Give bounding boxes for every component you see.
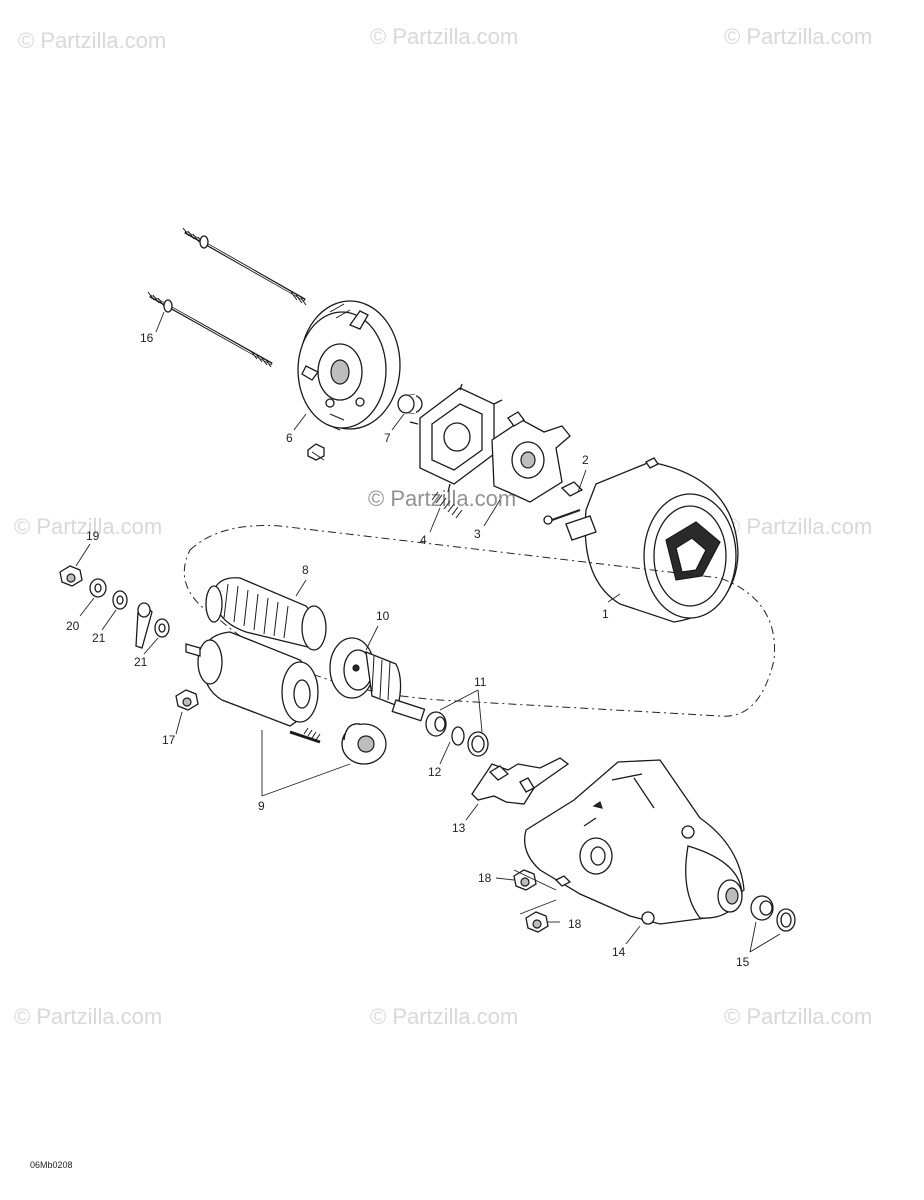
watermark-top-left: © Partzilla.com	[18, 28, 166, 53]
through-bolt-upper	[182, 227, 307, 306]
callout-21-lower[interactable]: 21	[134, 655, 148, 669]
assembly-group-outline	[183, 525, 776, 717]
callout-6[interactable]: 6	[286, 431, 293, 445]
brush-holder	[491, 411, 571, 503]
watermark-bottom-center: © Partzilla.com	[370, 1004, 518, 1029]
terminal-nut	[175, 689, 199, 711]
watermark-mid-right: © Partzilla.com	[724, 514, 872, 539]
leader-lines	[75, 311, 781, 953]
callout-13[interactable]: 13	[452, 821, 466, 835]
armature	[205, 577, 327, 651]
callout-17[interactable]: 17	[162, 733, 176, 747]
brush-plate	[409, 383, 503, 493]
watermark-mid-left: © Partzilla.com	[14, 514, 162, 539]
callout-8[interactable]: 8	[302, 563, 309, 577]
callout-19[interactable]: 19	[86, 529, 100, 543]
watermark-bottom-right: © Partzilla.com	[724, 1004, 872, 1029]
drive-end-housing	[523, 759, 745, 925]
watermark-bottom-left: © Partzilla.com	[14, 1004, 162, 1029]
watermark-top-right: © Partzilla.com	[724, 24, 872, 49]
brush-spring	[431, 491, 463, 519]
callout-21-upper[interactable]: 21	[92, 631, 106, 645]
flange-nut-upper	[513, 869, 572, 891]
callout-12[interactable]: 12	[428, 765, 442, 779]
screw-small	[307, 443, 325, 461]
bushing	[397, 394, 423, 414]
brush	[543, 481, 584, 525]
terminal-hardware	[59, 565, 170, 649]
callout-18-lower[interactable]: 18	[568, 917, 582, 931]
callout-20[interactable]: 20	[66, 619, 80, 633]
drive-bushing	[750, 895, 796, 932]
callout-3[interactable]: 3	[474, 527, 481, 541]
overrunning-clutch	[329, 637, 426, 722]
thrust-washer-pair	[425, 711, 489, 757]
callout-9[interactable]: 9	[258, 799, 265, 813]
callout-14[interactable]: 14	[612, 945, 626, 959]
figure-code: 06Mb0208	[30, 1160, 73, 1170]
callout-4[interactable]: 4	[420, 533, 427, 547]
callout-7[interactable]: 7	[384, 431, 391, 445]
callout-10[interactable]: 10	[376, 609, 390, 623]
watermark-center: © Partzilla.com	[368, 486, 516, 511]
flange-nut-lower	[525, 911, 549, 933]
plunger-cap	[341, 723, 387, 765]
yoke-housing	[565, 457, 739, 623]
solenoid-switch	[185, 631, 321, 744]
callout-15[interactable]: 15	[736, 955, 750, 969]
through-bolt-lower	[147, 291, 273, 368]
shift-lever	[471, 757, 570, 805]
watermark-top-center: © Partzilla.com	[370, 24, 518, 49]
callout-1[interactable]: 1	[602, 607, 609, 621]
callout-11[interactable]: 11	[474, 675, 487, 689]
callout-16[interactable]: 16	[140, 331, 154, 345]
callout-18-upper[interactable]: 18	[478, 871, 492, 885]
callout-2[interactable]: 2	[582, 453, 589, 467]
end-cover	[297, 300, 401, 431]
